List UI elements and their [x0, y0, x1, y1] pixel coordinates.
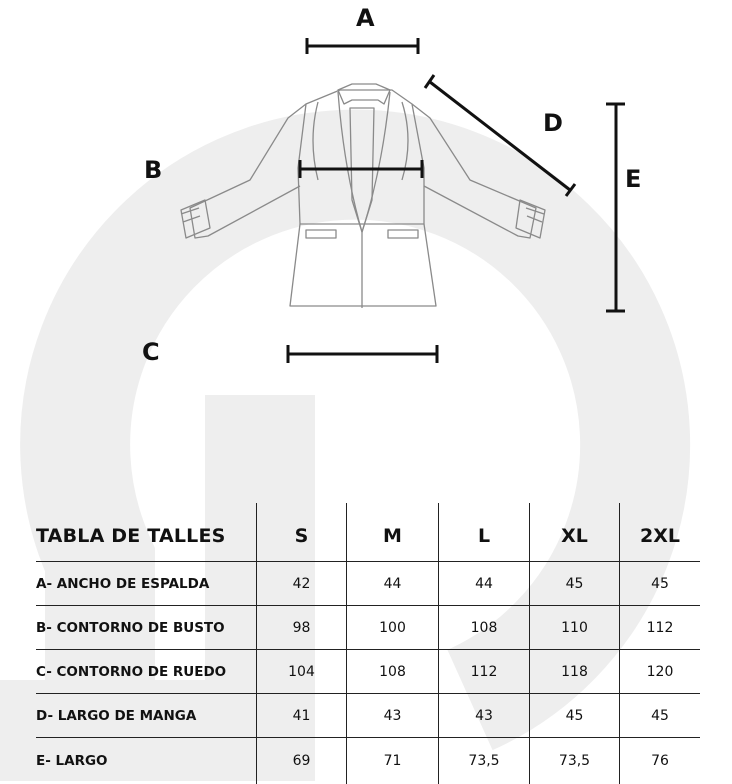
left-sleeve — [190, 104, 306, 238]
table-row: B- CONTORNO DE BUSTO 98 100 108 110 112 — [36, 606, 700, 650]
table-title: TABLA DE TALLES — [36, 503, 257, 562]
garment-diagram — [0, 0, 732, 500]
cell-value: 71 — [347, 738, 439, 784]
cell-value: 110 — [530, 606, 620, 650]
cell-value: 44 — [347, 562, 439, 606]
collar — [338, 84, 390, 104]
measure-label-b: B — [144, 156, 162, 184]
cell-value: 98 — [257, 606, 347, 650]
size-table: TABLA DE TALLES S M L XL 2XL A- ANCHO DE… — [36, 503, 700, 784]
cell-value: 45 — [530, 562, 620, 606]
cell-value: 112 — [620, 606, 701, 650]
size-header-l: L — [439, 503, 530, 562]
row-label: A- ANCHO DE ESPALDA — [36, 562, 257, 606]
body-lower — [290, 224, 436, 306]
cell-value: 104 — [257, 650, 347, 694]
size-header-xl: XL — [530, 503, 620, 562]
lapel-right — [362, 92, 390, 232]
row-label: D- LARGO DE MANGA — [36, 694, 257, 738]
measure-label-e: E — [625, 165, 641, 193]
size-header-2xl: 2XL — [620, 503, 701, 562]
measure-label-a: A — [356, 4, 375, 32]
cell-value: 45 — [530, 694, 620, 738]
table-row: C- CONTORNO DE RUEDO 104 108 112 118 120 — [36, 650, 700, 694]
cell-value: 112 — [439, 650, 530, 694]
cell-value: 42 — [257, 562, 347, 606]
measure-label-d: D — [543, 109, 563, 137]
cell-value: 100 — [347, 606, 439, 650]
body-upper — [298, 90, 424, 224]
cell-value: 108 — [347, 650, 439, 694]
cell-value: 44 — [439, 562, 530, 606]
cell-value: 73,5 — [530, 738, 620, 784]
cell-value: 43 — [439, 694, 530, 738]
cell-value: 69 — [257, 738, 347, 784]
row-label: E- LARGO — [36, 738, 257, 784]
cell-value: 45 — [620, 562, 701, 606]
cell-value: 118 — [530, 650, 620, 694]
cell-value: 76 — [620, 738, 701, 784]
cell-value: 41 — [257, 694, 347, 738]
cell-value: 43 — [347, 694, 439, 738]
table-row: E- LARGO 69 71 73,5 73,5 76 — [36, 738, 700, 784]
pocket-right — [388, 230, 418, 238]
cell-value: 108 — [439, 606, 530, 650]
table-row: A- ANCHO DE ESPALDA 42 44 44 45 45 — [36, 562, 700, 606]
table-header-row: TABLA DE TALLES S M L XL 2XL — [36, 503, 700, 562]
cell-value: 45 — [620, 694, 701, 738]
size-header-m: M — [347, 503, 439, 562]
row-label: C- CONTORNO DE RUEDO — [36, 650, 257, 694]
measure-label-c: C — [142, 338, 160, 366]
cell-value: 120 — [620, 650, 701, 694]
size-header-s: S — [257, 503, 347, 562]
row-label: B- CONTORNO DE BUSTO — [36, 606, 257, 650]
cell-value: 73,5 — [439, 738, 530, 784]
pocket-left — [306, 230, 336, 238]
table-row: D- LARGO DE MANGA 41 43 43 45 45 — [36, 694, 700, 738]
